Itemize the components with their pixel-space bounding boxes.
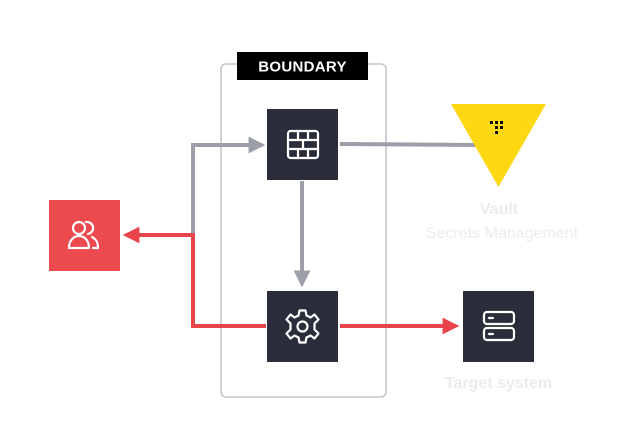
worker-node — [267, 291, 338, 362]
controller-node — [267, 109, 338, 180]
user-node — [49, 200, 120, 271]
firewall-icon — [286, 129, 320, 160]
vault-logo — [451, 104, 546, 187]
connection-controller-to-vault — [339, 142, 477, 147]
server-icon — [482, 310, 516, 342]
users-icon — [67, 220, 100, 250]
boundary-title: BOUNDARY — [258, 59, 347, 76]
connection-user-to-controller — [191, 136, 266, 239]
vault-node: Vault Secrets Management — [426, 104, 579, 242]
vault-subtitle: Secrets Management — [426, 225, 579, 242]
vault-title: Vault — [480, 201, 519, 218]
connection-user-to-worker — [191, 233, 266, 328]
target-system-label: Target system — [445, 375, 552, 392]
boundary-title-badge — [237, 52, 368, 80]
gear-icon — [285, 309, 320, 344]
target-system-node: Target system — [445, 291, 552, 392]
